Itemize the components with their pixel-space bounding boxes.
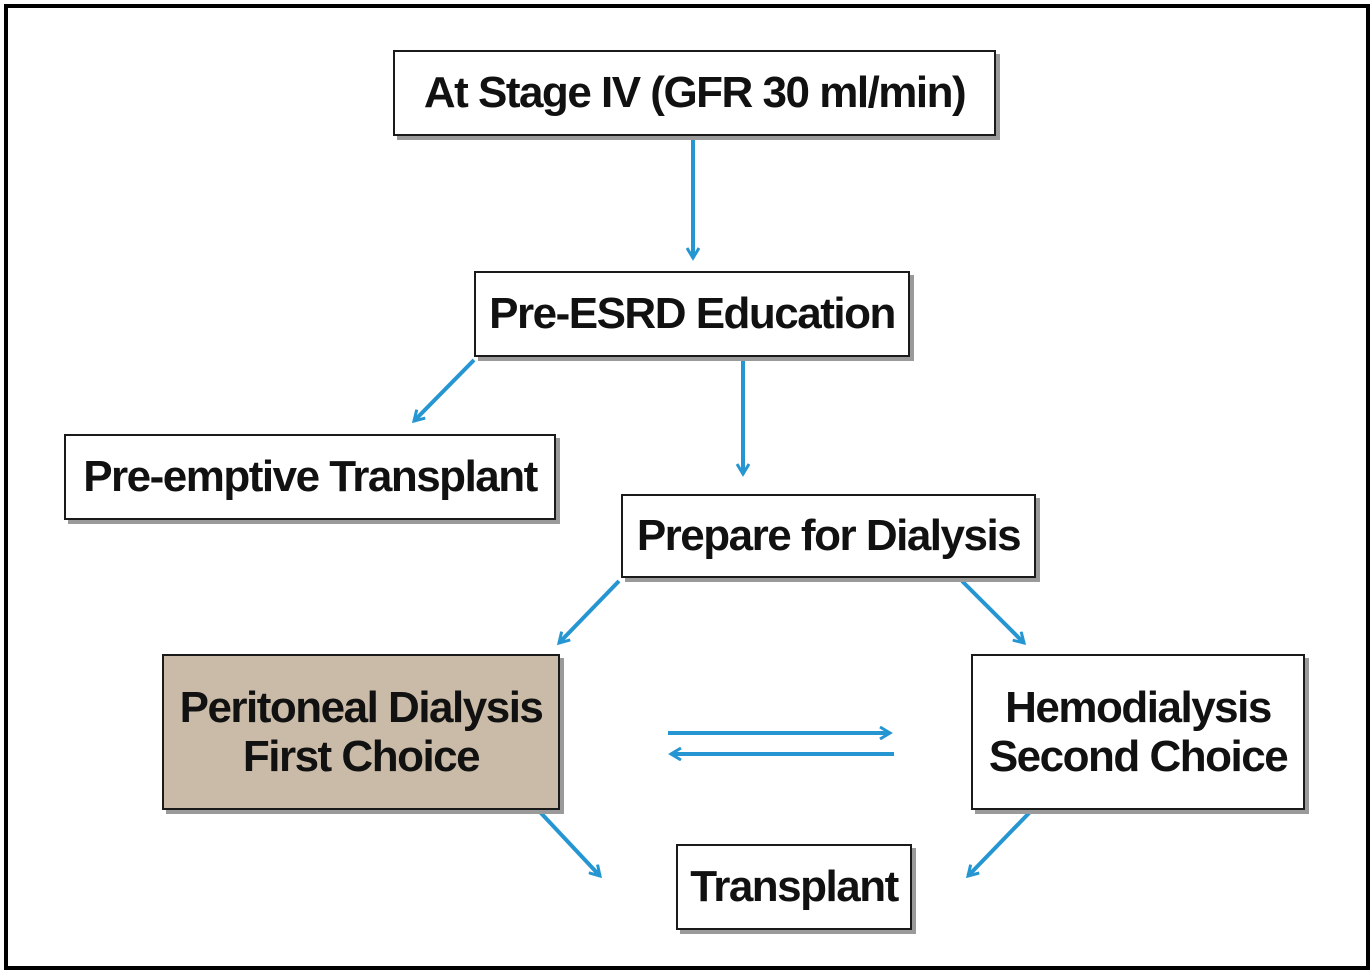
stage-iv-label: At Stage IV (GFR 30 ml/min) [423,68,967,118]
hemodialysis-line1: Hemodialysis [1005,682,1272,732]
peritoneal-dialysis-line1: Peritoneal Dialysis [179,682,544,732]
peritoneal-dialysis-line2: First Choice [242,732,481,781]
peritoneal-dialysis-box: Peritoneal Dialysis First Choice [162,654,560,810]
stage-iv-box: At Stage IV (GFR 30 ml/min) [393,50,996,136]
pre-emptive-transplant-box: Pre-emptive Transplant [64,434,556,520]
prepare-for-dialysis-box: Prepare for Dialysis [621,494,1036,578]
pre-emptive-transplant-label: Pre-emptive Transplant [83,452,538,502]
transplant-label: Transplant [690,862,899,912]
pre-esrd-education-label: Pre-ESRD Education [489,289,896,339]
hemodialysis-box: Hemodialysis Second Choice [971,654,1305,810]
transplant-box: Transplant [676,844,912,930]
prepare-for-dialysis-label: Prepare for Dialysis [636,511,1022,561]
pre-esrd-education-box: Pre-ESRD Education [474,271,910,357]
hemodialysis-line2: Second Choice [988,732,1289,781]
